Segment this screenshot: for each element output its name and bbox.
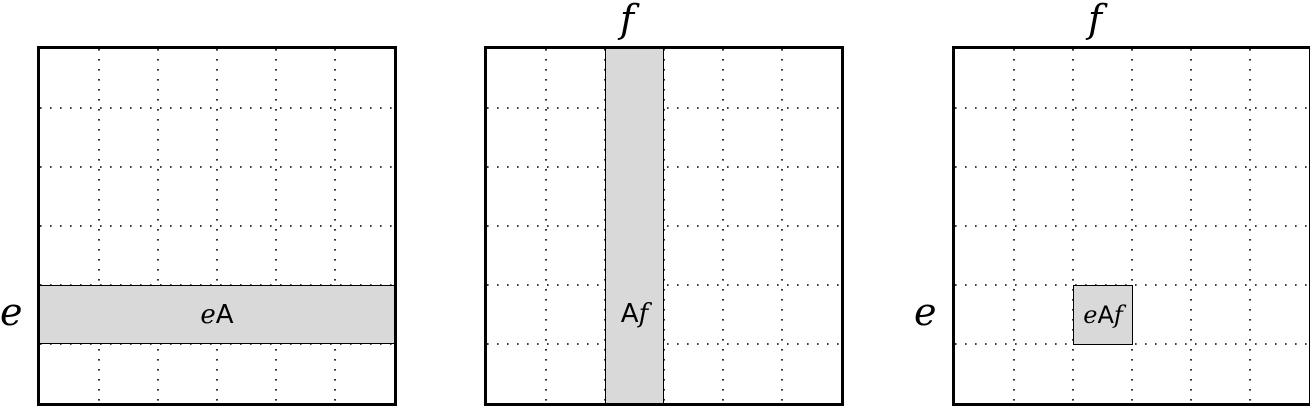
label-A: A	[1097, 301, 1114, 329]
label-e: e	[200, 299, 216, 330]
row-label-e-panel-1: e	[0, 290, 23, 334]
row-label-e-panel-3: e	[914, 290, 937, 334]
dotted-grid	[40, 49, 394, 403]
dotted-grid	[487, 49, 841, 403]
col-label-f-panel-3: f	[1088, 0, 1103, 41]
label-f: f	[1113, 301, 1123, 329]
label-A: A	[620, 299, 639, 329]
col-label-f-panel-2: f	[620, 0, 635, 41]
dotted-grid	[955, 49, 1309, 403]
label-A: A	[215, 299, 234, 330]
label-e: e	[1083, 301, 1098, 329]
label-f: f	[638, 299, 649, 329]
